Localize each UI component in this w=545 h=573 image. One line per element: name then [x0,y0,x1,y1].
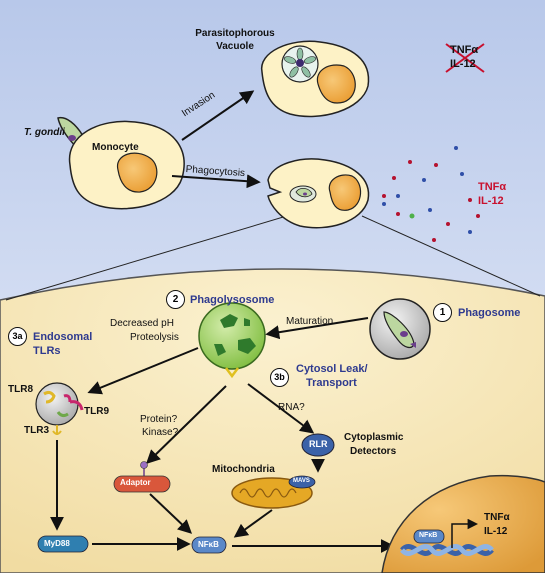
dna-helix [400,544,494,556]
protein-label: Protein? [140,414,178,425]
mito-to-nfkb-arrow [233,509,273,538]
transcription-arrow [451,518,479,548]
cytoplasmic-label: Cytoplasmic [344,432,404,443]
nfkb-cytosol [191,536,227,554]
decreased-ph-label: Decreased pH [110,318,174,329]
detectors-label: Detectors [350,446,397,457]
maturation-arrow [265,317,369,340]
myd88-protein [37,535,89,553]
out-tnfa-label: TNFα [484,512,510,523]
blocked-tnfa-label: TNFα [450,44,479,56]
released-tnfa-label: TNFα [478,181,507,193]
tlr9-label: TLR9 [84,406,109,417]
phagolysosome-label: Phagolysosome [190,294,275,306]
mavs-label: MAVS [293,478,310,484]
proteolysis-label: Proteolysis [130,332,179,343]
pv-label-2: Vacuole [216,41,254,52]
to-endosome-arrow [87,347,199,395]
step-3a-badge: 3a [8,327,27,346]
nfkb-nuclear [413,529,445,544]
step-3b-badge: 3b [270,368,289,387]
adaptor-to-nfkb-arrow [149,493,193,534]
zoom-line-right [361,215,541,297]
zoom-line-left [5,211,301,301]
rlr-label: RLR [309,439,328,449]
phagosome-label: Phagosome [458,307,521,319]
blocked-cross-2 [445,43,485,73]
rna-label: RNA? [278,402,305,413]
to-rlr-arrow [247,383,315,434]
nfkb-dna-label: NFκB [419,532,438,539]
tlrs-label: TLRs [33,345,61,357]
phagocytosis-arrow [171,174,261,189]
myd88-label: MyD88 [44,539,70,548]
monocyte-cell [68,120,185,210]
adaptor-protein [113,461,171,493]
maturation-label: Maturation [286,316,334,327]
phagosome-vesicle [369,298,431,360]
tlr8-label: TLR8 [8,384,33,395]
monocyte-label: Monocyte [92,142,139,153]
to-adaptor-arrow [145,385,227,464]
mavs-protein [288,475,316,489]
rlr-receptor [301,433,335,457]
tlr3-label: TLR3 [24,425,49,436]
t-gondii-label: T. gondii [24,127,65,138]
phagocytic-cell [267,158,370,229]
transport-label: Transport [306,377,357,389]
mitochondria-label: Mitochondria [212,464,275,475]
out-il12-label: IL-12 [484,526,508,537]
adaptor-label: Adaptor [120,478,151,487]
cytokine-particles [382,146,480,242]
endosomal-label: Endosomal [33,331,93,343]
pv-label-1: Parasitophorous [195,28,275,39]
step-2-badge: 2 [166,290,185,309]
blocked-il12-label: IL-12 [450,58,476,70]
step-1-badge: 1 [433,303,452,322]
invasion-arrow [181,90,255,141]
endosome-tlrs [35,382,84,435]
nfkb-label: NFκB [198,540,219,549]
kinase-label: Kinase? [142,427,179,438]
released-il12-label: IL-12 [478,195,504,207]
phagolysosome-vesicle [198,302,266,379]
infected-cell-vacuole [261,40,370,118]
cytosol-leak-label: Cytosol Leak/ [296,363,368,375]
